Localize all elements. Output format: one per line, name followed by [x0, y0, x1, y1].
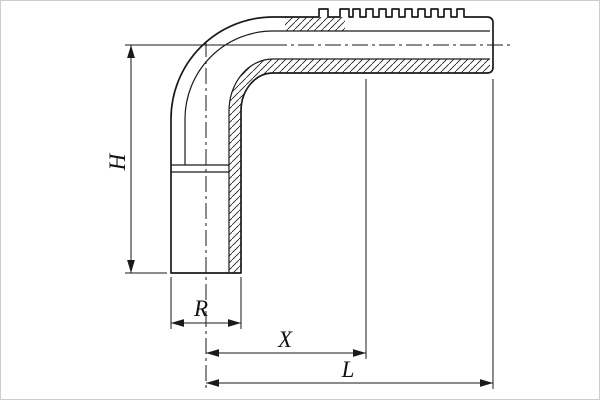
bore-bottom-line — [228, 58, 490, 112]
section-hatch-upper — [285, 17, 345, 31]
dimension-label-r: R — [193, 296, 208, 321]
fitting-body — [170, 8, 494, 274]
section-hatch-lower — [229, 59, 490, 273]
dimension-label-l: L — [341, 357, 355, 382]
dimension-r: R — [170, 277, 242, 329]
centerlines — [205, 41, 513, 389]
dimension-l: L — [206, 79, 494, 389]
dimension-label-x: X — [277, 327, 293, 352]
dimension-label-h: H — [105, 152, 130, 171]
bore-top-line — [184, 30, 490, 120]
dimension-x: X — [206, 79, 367, 359]
collar-ring — [171, 164, 229, 173]
dimension-h: H — [105, 44, 283, 274]
